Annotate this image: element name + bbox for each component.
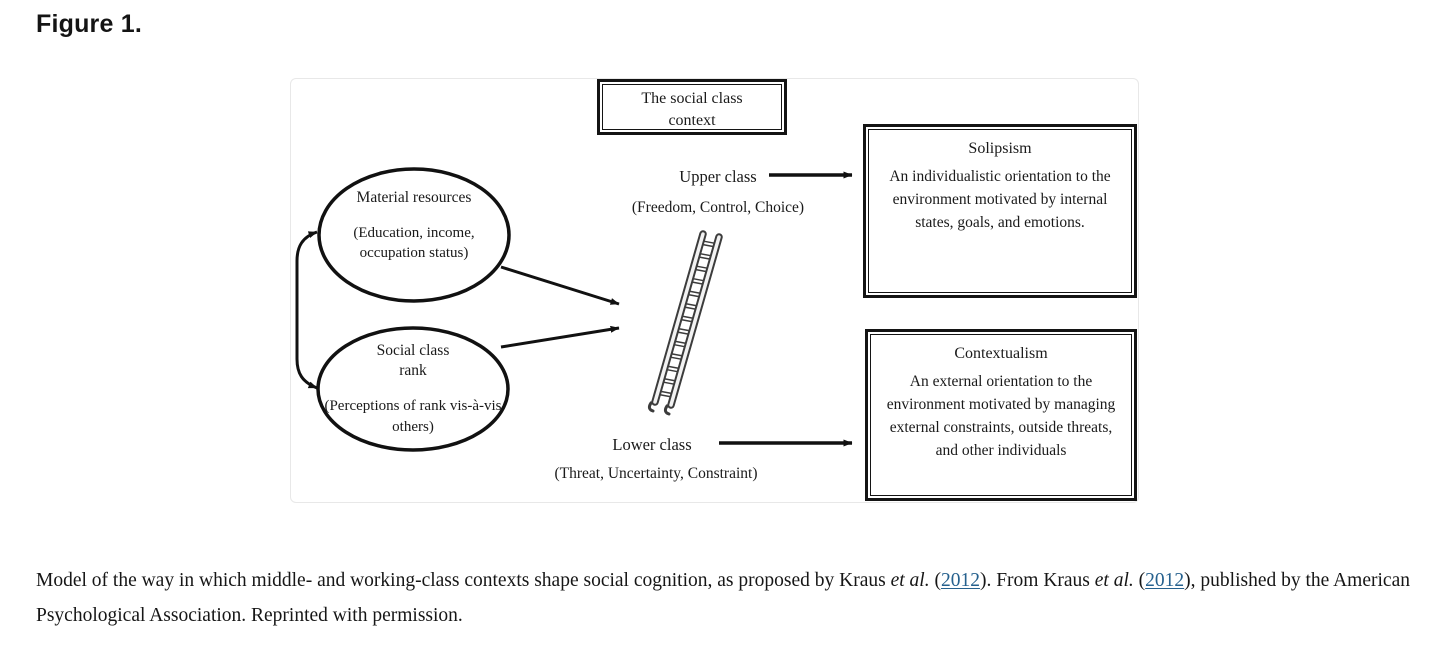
lower-class-subtitle: (Threat, Uncertainty, Constraint) (554, 465, 758, 482)
figure-panel: The social class context Material resour… (290, 78, 1139, 503)
social-class-rank-title: Social class rank (376, 342, 450, 380)
caption-text: ). From Kraus (979, 569, 1095, 591)
caption-text: Model of the way in which middle- and wo… (36, 569, 891, 591)
social-class-rank-text: Social class rank (Perceptions of rank v… (318, 341, 508, 437)
solipsism-title: Solipsism (968, 140, 1032, 157)
caption-text: ), published by the American Psychologic… (36, 569, 1410, 627)
material-resources-ellipse (317, 167, 511, 303)
upper-class-subtitle: (Freedom, Control, Choice) (631, 199, 805, 216)
social-class-context-box: The social class context (597, 79, 787, 135)
lower-class-label: Lower class (612, 435, 692, 454)
social-to-ladder-arrow (500, 325, 620, 349)
diagram-shapes (295, 167, 853, 452)
contextualism-title: Contextualism (954, 345, 1048, 362)
material-resources-title: Material resources (356, 189, 472, 206)
upper-class-label: Upper class (679, 167, 757, 186)
caption-text: ( (1133, 569, 1146, 591)
ladder-icon (647, 230, 723, 416)
social-class-rank-subtitle: (Perceptions of rank vis-à-vis others) (324, 398, 502, 435)
material-to-ladder-arrow (500, 265, 620, 306)
bidirectional-arrow (295, 230, 318, 390)
contextualism-box: Contextualism An external orientation to… (865, 329, 1137, 501)
material-resources-text: Material resources (Education, income, o… (319, 188, 509, 264)
social-class-context-label: The social class context (641, 90, 743, 129)
solipsism-box: Solipsism An individualistic orientation… (863, 124, 1137, 298)
social-class-rank-ellipse (316, 326, 510, 452)
citation-link-2012-1[interactable]: 2012 (940, 569, 980, 591)
contextualism-body: An external orientation to the environme… (886, 373, 1116, 459)
figure-title: Figure 1. (36, 10, 142, 38)
material-resources-subtitle: (Education, income, occupation status) (353, 225, 475, 262)
solipsism-body: An individualistic orientation to the en… (889, 168, 1111, 231)
figure-caption: Model of the way in which middle- and wo… (36, 563, 1428, 634)
caption-text: ( (929, 569, 941, 591)
caption-et-al: et al. (890, 569, 930, 591)
citation-link-2012-2[interactable]: 2012 (1145, 569, 1185, 591)
caption-et-al: et al. (1094, 569, 1134, 591)
